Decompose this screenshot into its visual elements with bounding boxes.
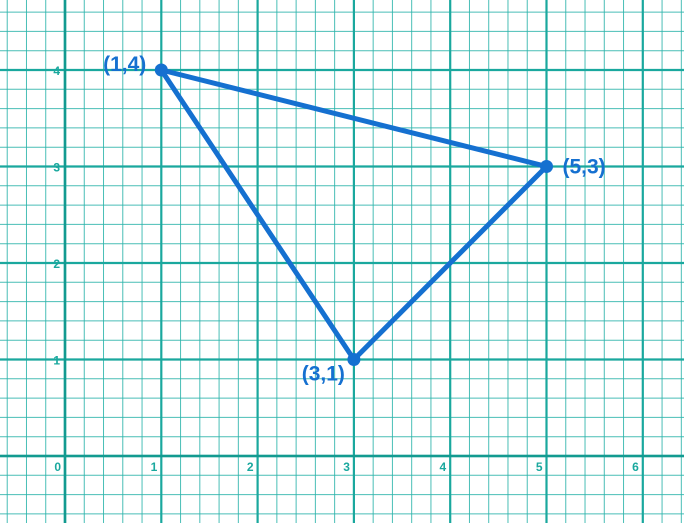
y-tick-label: 4 — [53, 64, 60, 78]
x-tick-label: 4 — [440, 460, 447, 474]
y-tick-labels: 1 2 3 4 — [53, 64, 60, 368]
x-tick-label: 1 — [151, 460, 158, 474]
x-tick-labels: 0 1 2 3 4 5 6 — [54, 460, 639, 474]
y-tick-label: 3 — [53, 161, 60, 175]
x-tick-label: 6 — [632, 460, 639, 474]
vertex-label: (3,1) — [302, 363, 345, 386]
y-tick-label: 2 — [53, 257, 60, 271]
vertex-label: (1,4) — [103, 53, 146, 76]
vertex-point — [154, 63, 168, 77]
x-tick-label: 5 — [536, 460, 543, 474]
vertex-labels: (1,4) (5,3) (3,1) — [103, 53, 606, 386]
triangle — [155, 66, 552, 364]
vertex-label: (5,3) — [563, 156, 606, 179]
vertex-point — [347, 353, 361, 366]
y-tick-label: 1 — [53, 354, 60, 368]
vertices — [154, 63, 553, 366]
x-tick-label: 0 — [54, 460, 61, 474]
vertex-point — [540, 160, 553, 173]
x-tick-label: 2 — [247, 460, 254, 474]
x-tick-label: 3 — [343, 460, 350, 474]
triangle-outline — [155, 66, 552, 364]
